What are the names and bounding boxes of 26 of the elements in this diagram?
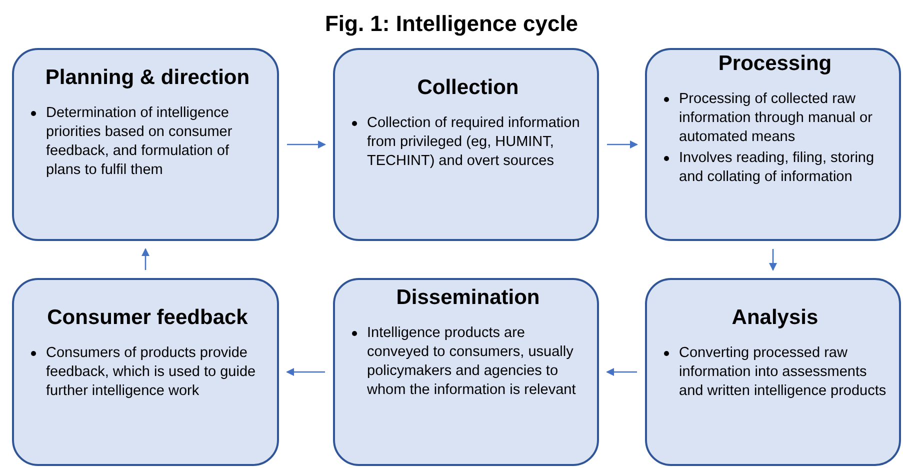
stage-box <box>333 48 599 241</box>
arrow <box>607 140 638 148</box>
stage-title: Consumer feedback <box>46 306 249 330</box>
bullet-text: Intelligence products are conveyed to consumers, usually policymakers and agencies to whom the information is relevant <box>367 325 576 398</box>
stage-title: Collection <box>416 76 520 100</box>
arrow <box>287 140 326 148</box>
bullet-text: Collection of required information from privileged (eg, HUMINT, TECHINT) and overt sources <box>367 115 580 169</box>
stage-title: Analysis <box>730 306 820 330</box>
bullet-text: Involves reading, filing, storing and collating of information <box>679 150 874 185</box>
stage-box <box>645 48 901 241</box>
arrow <box>769 249 777 271</box>
arrow <box>142 248 150 270</box>
bullet-text: Processing of collected raw information through manual or automated means <box>679 91 872 145</box>
stage-title: Processing <box>717 52 833 76</box>
stage-title: Planning & direction <box>44 66 251 90</box>
bullet-text: Determination of intelligence priorities based on consumer feedback, and formulation of plans to fulfil them <box>46 105 232 178</box>
stage-title: Dissemination <box>395 286 541 310</box>
arrow <box>606 368 637 376</box>
arrow <box>286 368 325 376</box>
stage-box <box>333 278 599 466</box>
bullet-text: Converting processed raw information into assessments and written intelligence products <box>679 345 886 399</box>
bullet-text: Consumers of products provide feedback, which is used to guide further intelligence work <box>46 345 256 399</box>
stage-box <box>645 278 901 466</box>
stage-box <box>12 48 279 241</box>
figure-title: Fig. 1: Intelligence cycle <box>324 11 580 37</box>
stage-box <box>12 278 279 466</box>
